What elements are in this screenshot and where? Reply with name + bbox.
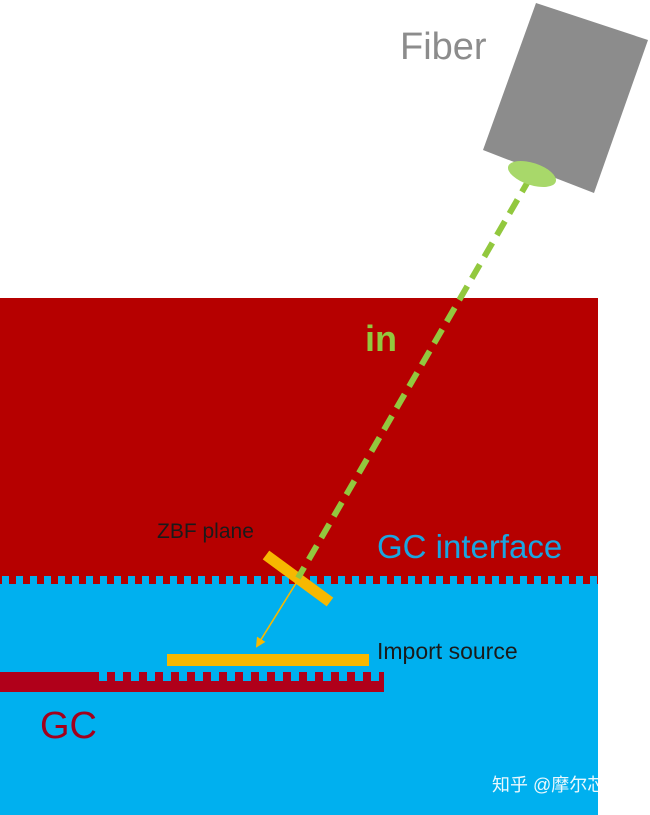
grating-tooth bbox=[179, 672, 187, 681]
cladding-region bbox=[0, 298, 598, 584]
interface-tooth bbox=[58, 576, 65, 584]
gc-grating-base bbox=[0, 672, 384, 692]
interface-tooth bbox=[576, 576, 583, 584]
interface-tooth bbox=[86, 576, 93, 584]
grating-tooth bbox=[243, 672, 251, 681]
fiber-spot bbox=[507, 160, 557, 188]
grating-tooth bbox=[339, 672, 347, 681]
interface-tooth bbox=[324, 576, 331, 584]
interface-tooth bbox=[548, 576, 555, 584]
interface-tooth bbox=[590, 576, 597, 584]
interface-tooth bbox=[506, 576, 513, 584]
grating-tooth bbox=[211, 672, 219, 681]
interface-tooth bbox=[226, 576, 233, 584]
interface-tooth bbox=[352, 576, 359, 584]
fiber-label: Fiber bbox=[400, 26, 487, 68]
interface-tooth bbox=[478, 576, 485, 584]
interface-tooth bbox=[520, 576, 527, 584]
grating-tooth bbox=[195, 672, 203, 681]
interface-tooth bbox=[142, 576, 149, 584]
grating-tooth bbox=[291, 672, 299, 681]
interface-tooth bbox=[450, 576, 457, 584]
gc-interface-teeth bbox=[2, 576, 597, 584]
interface-tooth bbox=[128, 576, 135, 584]
interface-tooth bbox=[464, 576, 471, 584]
interface-tooth bbox=[282, 576, 289, 584]
interface-tooth bbox=[100, 576, 107, 584]
interface-tooth bbox=[492, 576, 499, 584]
substrate-region bbox=[0, 584, 598, 815]
interface-tooth bbox=[212, 576, 219, 584]
grating-tooth bbox=[227, 672, 235, 681]
interface-tooth bbox=[562, 576, 569, 584]
grating-tooth bbox=[275, 672, 283, 681]
in-label: in bbox=[365, 318, 397, 359]
grating-tooth bbox=[355, 672, 363, 681]
interface-tooth bbox=[394, 576, 401, 584]
grating-tooth bbox=[323, 672, 331, 681]
gc-grating-teeth bbox=[99, 672, 379, 681]
interface-tooth bbox=[2, 576, 9, 584]
interface-tooth bbox=[422, 576, 429, 584]
interface-tooth bbox=[240, 576, 247, 584]
interface-tooth bbox=[184, 576, 191, 584]
watermark: 知乎 @摩尔芯创 bbox=[492, 775, 624, 795]
gc-label: GC bbox=[40, 705, 97, 747]
interface-tooth bbox=[156, 576, 163, 584]
zbf-plane-label: ZBF plane bbox=[157, 520, 254, 543]
zbf-plane-bar bbox=[262, 550, 334, 607]
grating-tooth bbox=[371, 672, 379, 681]
interface-tooth bbox=[16, 576, 23, 584]
interface-tooth bbox=[170, 576, 177, 584]
interface-tooth bbox=[44, 576, 51, 584]
import-source-bar bbox=[167, 654, 369, 666]
grating-tooth bbox=[115, 672, 123, 681]
grating-tooth bbox=[307, 672, 315, 681]
gc-interface-label: GC interface bbox=[377, 528, 563, 565]
interface-tooth bbox=[366, 576, 373, 584]
propagation-arrow bbox=[255, 579, 299, 648]
interface-tooth bbox=[534, 576, 541, 584]
interface-tooth bbox=[30, 576, 37, 584]
grating-tooth bbox=[163, 672, 171, 681]
grating-tooth bbox=[147, 672, 155, 681]
grating-tooth bbox=[131, 672, 139, 681]
interface-tooth bbox=[114, 576, 121, 584]
interface-tooth bbox=[254, 576, 261, 584]
interface-tooth bbox=[436, 576, 443, 584]
grating-tooth bbox=[99, 672, 107, 681]
interface-tooth bbox=[310, 576, 317, 584]
import-source-label: Import source bbox=[377, 638, 518, 664]
interface-tooth bbox=[72, 576, 79, 584]
interface-tooth bbox=[198, 576, 205, 584]
input-beam bbox=[295, 176, 533, 580]
interface-tooth bbox=[268, 576, 275, 584]
interface-tooth bbox=[380, 576, 387, 584]
interface-tooth bbox=[408, 576, 415, 584]
fiber-block-icon bbox=[483, 3, 648, 193]
grating-tooth bbox=[259, 672, 267, 681]
interface-tooth bbox=[338, 576, 345, 584]
